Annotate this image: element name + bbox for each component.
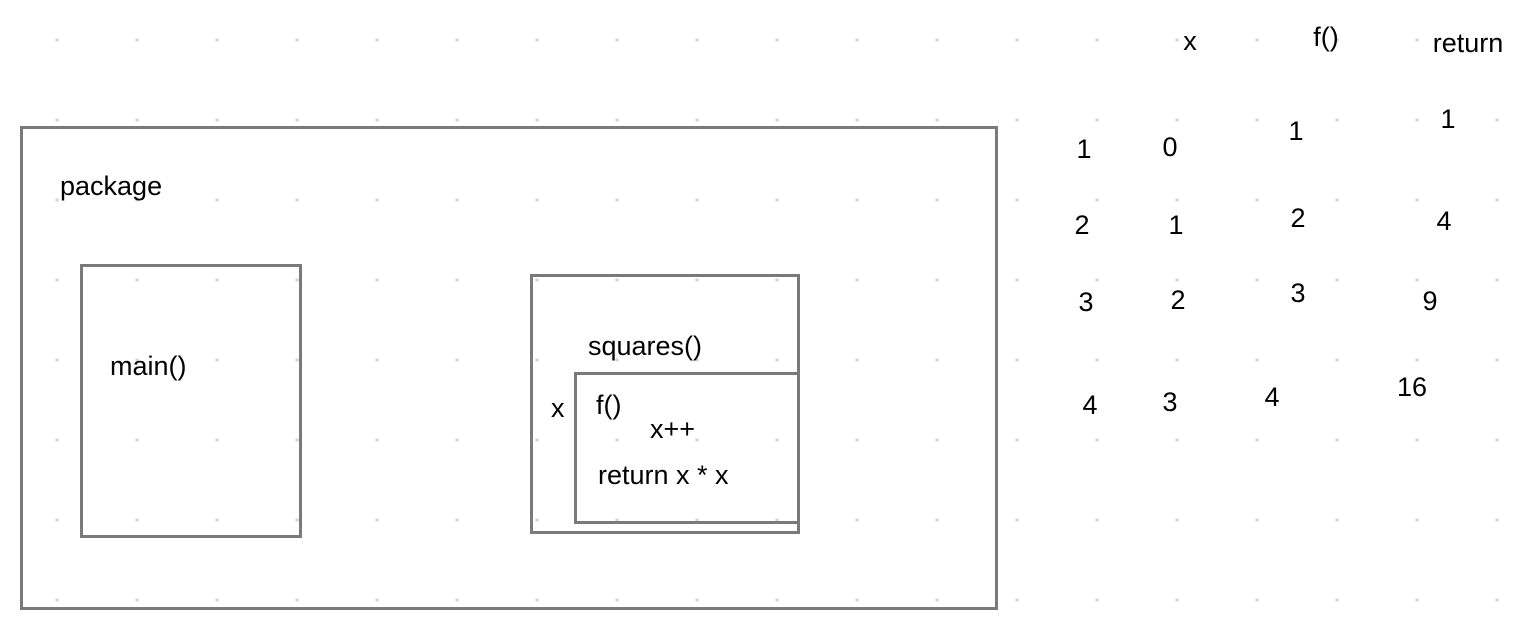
captured-variable-label: x [551,393,565,423]
row-3-x: 2 [1170,285,1186,315]
closure-label: f() [596,390,622,420]
header-return: return [1432,28,1504,58]
squares-function-label: squares() [588,331,703,361]
row-3-return: 9 [1422,286,1438,316]
row-2-x: 1 [1168,210,1184,240]
main-function-label: main() [110,351,187,381]
closure-box [574,372,800,524]
row-4-x: 3 [1162,387,1178,417]
row-3-call: 3 [1078,287,1094,317]
row-4-f: 4 [1264,382,1280,412]
header-f-call: f() [1313,22,1339,52]
row-4-return: 16 [1396,372,1428,402]
row-1-return: 1 [1440,104,1456,134]
main-function-box [80,264,302,538]
closure-increment-line: x++ [650,414,696,444]
package-box [20,126,998,610]
package-label: package [60,171,163,201]
row-1-x: 0 [1162,132,1178,162]
header-x: x [1183,26,1197,56]
row-2-return: 4 [1436,206,1452,236]
row-2-call: 2 [1074,210,1090,240]
row-1-f: 1 [1288,116,1304,146]
row-3-f: 3 [1290,278,1306,308]
row-4-call: 4 [1082,390,1098,420]
row-2-f: 2 [1290,203,1306,233]
closure-return-line: return x * x [598,460,729,490]
row-1-call: 1 [1076,134,1092,164]
